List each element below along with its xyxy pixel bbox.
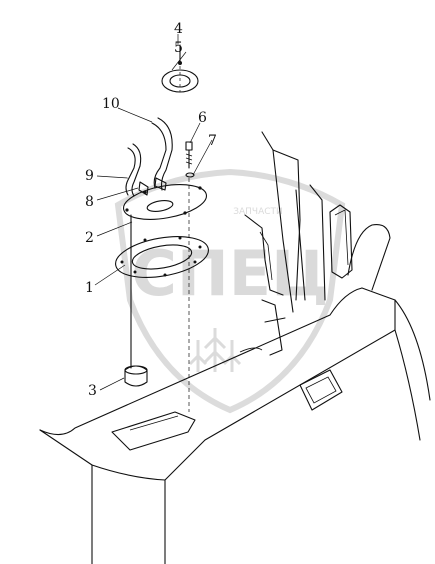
part-3-float	[124, 214, 148, 387]
callout-10: 10	[102, 96, 120, 112]
tank-upper-structure	[239, 131, 391, 356]
wheat-icon	[188, 328, 242, 372]
watermark-small-text: ЗАПЧАСТИ	[233, 207, 283, 217]
callout-2: 2	[85, 230, 94, 246]
part-1-gasket	[115, 236, 209, 278]
leader-lines	[94, 34, 213, 391]
callout-4: 4	[174, 21, 183, 37]
watermark-logo: СПЕЦ ЗАПЧАСТИ	[114, 168, 346, 414]
part-10-tubes	[125, 117, 173, 197]
part-7-washer	[185, 172, 195, 178]
callout-7: 7	[208, 133, 217, 149]
part-6-bolt	[185, 141, 193, 169]
callout-1: 1	[85, 280, 94, 296]
callout-3: 3	[88, 383, 97, 399]
callout-9: 9	[85, 168, 94, 184]
part-2-flange	[122, 177, 208, 220]
callout-5: 5	[174, 40, 183, 56]
callout-8: 8	[85, 194, 94, 210]
tank-body	[39, 287, 431, 564]
callout-6: 6	[198, 110, 207, 126]
